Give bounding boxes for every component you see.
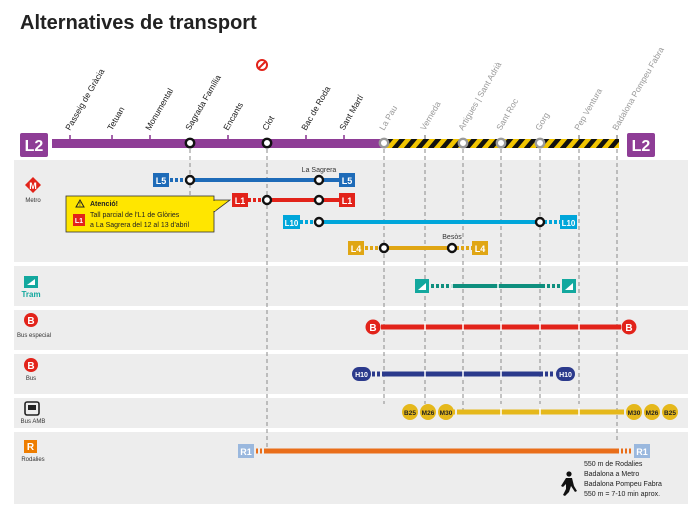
station-label-pep-ventura: Pep Ventura: [572, 86, 604, 132]
station-label-sant-roc: Sant Roc: [494, 96, 521, 132]
route-rodalies-r1: [238, 444, 650, 458]
svg-text:L1: L1: [75, 218, 83, 225]
route-bus-h10: [352, 367, 575, 381]
l2-badge-right-label: L2: [632, 138, 651, 155]
accessibility-warning-icon: [256, 59, 268, 71]
svg-text:M: M: [29, 181, 37, 191]
station-label-tetuan: Tetuan: [105, 105, 127, 132]
rodalies-icon: R: [24, 440, 37, 453]
warning-icon: [75, 198, 85, 208]
station-label-verneda: Verneda: [418, 99, 443, 132]
notice-line-2: a La Sagrera del 12 al 13 d'abril: [90, 222, 189, 229]
l10-badge-left-label: L10: [285, 219, 299, 228]
l1-badge-left-label: L1: [235, 196, 246, 206]
l2-open-section: [52, 139, 383, 148]
station-label-la-pau: La Pau: [377, 103, 399, 132]
station-label-monumental: Monumental: [143, 86, 175, 132]
notice-l1-icon: [73, 214, 85, 226]
svg-text:!: !: [79, 202, 81, 208]
h10-badge-right-label: H10: [559, 372, 572, 379]
station-marker-sagrada-familia: [184, 137, 196, 149]
walk-note-line-1: 550 m de Rodalies: [584, 461, 643, 468]
station-guide-lines: [189, 149, 618, 451]
bus-especial-row-bg: [14, 310, 688, 350]
l1-badge-right-label: L1: [342, 196, 353, 206]
station-marker-gorg: [534, 137, 546, 149]
notice-line-1: Tall parcial de l'L1 de Glòries: [90, 212, 180, 219]
l4-badge-right-label: L4: [475, 244, 486, 254]
l5-badge-right-label: L5: [342, 176, 353, 186]
amb-left-code-2: M26: [422, 410, 435, 417]
bus-mode-label: Bus: [26, 376, 36, 382]
station-label-sagrada-familia: Sagrada Família: [183, 73, 223, 132]
route-l5: [153, 173, 355, 187]
l2-badge-left: [20, 133, 48, 157]
tram-icon: [24, 276, 38, 288]
bus-especial-icon: B: [24, 313, 38, 327]
bus-amb-mode-label: Bus AMB: [21, 419, 46, 425]
la-sagrera-label: La Sagrera: [302, 167, 337, 174]
bus-especial-mode-label: Bus especial: [17, 333, 51, 339]
svg-text:R: R: [27, 442, 35, 453]
besos-label: Besòs: [442, 234, 462, 241]
tram-mode-label: Tram: [21, 290, 40, 299]
amb-right-code-2: M26: [646, 410, 659, 417]
amb-right-code-1: M30: [628, 410, 641, 417]
station-label-passeig-de-gracia: Passeig de Gràcia: [63, 67, 107, 132]
metro-mode-label: Metro: [25, 198, 41, 204]
walk-note-line-4: 550 m = 7-10 min aprox.: [584, 491, 660, 498]
station-label-badalona-pompeu-fabra: Badalona Pompeu Fabra: [610, 45, 666, 132]
bus-icon: B: [24, 358, 38, 372]
station-label-bac-de-roda: Bac de Roda: [299, 84, 332, 132]
route-tram: [415, 279, 576, 293]
page-title: Alternatives de transport: [20, 12, 257, 34]
rodalies-mode-label: Rodalies: [21, 457, 44, 463]
station-marker-clot: [261, 137, 273, 149]
walk-note-line-3: Badalona Pompeu Fabra: [584, 481, 662, 488]
route-l1: [232, 193, 355, 207]
r1-badge-left-label: R1: [240, 447, 252, 457]
l2-badge-right: [627, 133, 655, 157]
amb-left-code-3: M30: [440, 410, 453, 417]
station-marker-sant-roc: [495, 137, 507, 149]
station-label-gorg: Gorg: [533, 110, 551, 132]
amb-left-code-1: B25: [404, 410, 416, 417]
station-label-clot: Clot: [260, 113, 277, 132]
station-marker-la-pau: [378, 137, 390, 149]
walking-person-icon: [561, 471, 577, 496]
notice-box: ! L1: [65, 195, 232, 233]
r1-badge-right-label: R1: [636, 447, 648, 457]
station-marker-artigues-sant-adria: [457, 137, 469, 149]
amb-right-code-3: B25: [664, 410, 676, 417]
route-l10: [283, 215, 577, 229]
notice-title: Atenció!: [90, 201, 118, 208]
bus-especial-badge-right-label: B: [625, 323, 632, 334]
station-label-encants: Encants: [221, 100, 245, 132]
l2-badge-left-label: L2: [25, 138, 44, 155]
l4-badge-left-label: L4: [351, 244, 362, 254]
svg-text:B: B: [27, 361, 34, 372]
svg-text:B: B: [27, 316, 34, 327]
route-bus-amb: [402, 404, 678, 420]
h10-badge-left-label: H10: [355, 372, 368, 379]
l10-badge-right-label: L10: [562, 219, 576, 228]
bus-row-bg: [14, 354, 688, 394]
accessibility-warning-icon-slash: [258, 61, 266, 69]
route-l4: [348, 241, 488, 255]
tram-row-bg: [14, 266, 688, 306]
walk-note-line-2: Badalona a Metro: [584, 471, 639, 478]
l5-badge-left-label: L5: [156, 176, 167, 186]
metro-icon: M: [25, 177, 41, 193]
rodalies-row-bg: [14, 432, 688, 504]
bus-amb-icon: [24, 401, 40, 416]
station-label-sant-marti: Sant Martí: [337, 92, 366, 132]
bus-especial-badge-left-label: B: [369, 323, 376, 334]
route-bus-especial: [365, 319, 637, 335]
